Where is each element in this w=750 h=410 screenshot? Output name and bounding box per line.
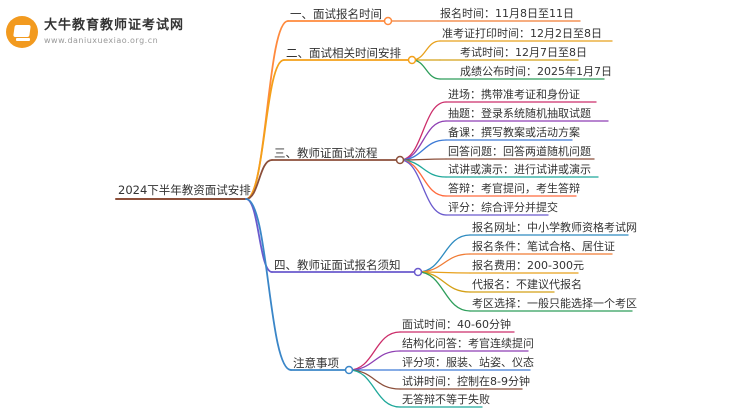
leaf-registration-time: 报名时间：11月8日至11日 <box>440 7 574 20</box>
branch-3-to-leaf-1 <box>417 253 471 273</box>
branch-collapse-dot-4 <box>344 365 354 375</box>
branch-3-to-leaf-4 <box>417 271 471 312</box>
branch-3-to-leaf-0 <box>417 234 471 273</box>
logo-domain: www.daniuxuexiao.org.cn <box>44 36 159 45</box>
leaf-interview-duration: 面试时间：40-60分钟 <box>402 318 511 331</box>
branch-related-schedule: 二、面试相关时间安排 <box>286 46 401 60</box>
branch-precautions: 注意事项 <box>293 356 339 370</box>
leaf-scoring-items: 评分项：服装、站姿、仪态 <box>402 356 534 369</box>
root-to-branch-2 <box>245 159 273 200</box>
branch-2-to-leaf-5 <box>399 159 447 197</box>
branch-3-to-leaf-3 <box>417 271 471 293</box>
branch-interview-process: 三、教师证面试流程 <box>274 146 378 160</box>
branch-collapse-dot-3 <box>413 267 423 277</box>
branch-1-to-leaf-2 <box>411 59 441 80</box>
leaf-exam-area: 考区选择：一般只能选择一个考区 <box>472 297 637 310</box>
book-icon <box>6 16 38 48</box>
leaf-defense: 答辩：考官提问，考生答辩 <box>448 182 580 195</box>
leaf-trial-lecture: 试讲或演示：进行试讲或演示 <box>448 163 591 176</box>
branch-collapse-dot-1 <box>407 55 417 65</box>
root-topic: 2024下半年教资面试安排 <box>118 183 251 197</box>
leaf-no-defense: 无答辩不等于失败 <box>402 393 490 406</box>
branch-collapse-dot-0 <box>383 16 393 26</box>
branch-4-to-leaf-1 <box>348 350 401 371</box>
leaf-draw-question: 抽题：登录系统随机抽取试题 <box>448 107 591 120</box>
leaf-lesson-prep: 备课：撰写教案或活动方案 <box>448 126 580 139</box>
branch-registration-notice: 四、教师证面试报名须知 <box>274 258 401 272</box>
leaf-exam-time: 考试时间：12月7日至8日 <box>460 46 587 59</box>
leaf-score-release: 成绩公布时间：2025年1月7日 <box>460 65 612 78</box>
branch-collapse-dot-2 <box>395 155 405 165</box>
site-logo[interactable]: 大牛教育教师证考试网 www.daniuxuexiao.org.cn <box>6 14 184 50</box>
leaf-proxy-registration: 代报名：不建议代报名 <box>472 278 582 291</box>
leaf-answer-questions: 回答问题：回答两道随机问题 <box>448 145 591 158</box>
branch-2-to-leaf-0 <box>399 101 447 161</box>
branch-2-to-leaf-2 <box>399 139 447 161</box>
leaf-admission-ticket-print: 准考证打印时间：12月2日至8日 <box>442 27 602 40</box>
branch-1-to-leaf-0 <box>411 40 441 61</box>
logo-name: 大牛教育教师证考试网 <box>44 18 185 33</box>
root-to-branch-4 <box>245 198 292 371</box>
root-to-branch-3 <box>245 198 273 273</box>
leaf-lecture-duration: 试讲时间：控制在8-9分钟 <box>402 375 530 388</box>
branch-registration-time: 一、面试报名时间 <box>290 7 382 21</box>
branch-4-to-leaf-3 <box>348 369 401 390</box>
branch-4-to-leaf-0 <box>348 331 401 371</box>
root-to-branch-1 <box>245 59 285 200</box>
logo-text: 大牛教育教师证考试网 www.daniuxuexiao.org.cn <box>44 19 184 45</box>
branch-4-to-leaf-4 <box>348 369 401 408</box>
leaf-entry: 进场：携带准考证和身份证 <box>448 88 580 101</box>
leaf-registration-fee: 报名费用：200-300元 <box>472 259 584 272</box>
leaf-registration-website: 报名网址：中小学教师资格考试网 <box>472 221 637 234</box>
leaf-registration-conditions: 报名条件：笔试合格、居住证 <box>472 240 615 253</box>
leaf-scoring: 评分：综合评分并提交 <box>448 201 558 214</box>
branch-2-to-leaf-6 <box>399 159 447 216</box>
leaf-structured-qa: 结构化问答：考官连续提问 <box>402 337 534 350</box>
